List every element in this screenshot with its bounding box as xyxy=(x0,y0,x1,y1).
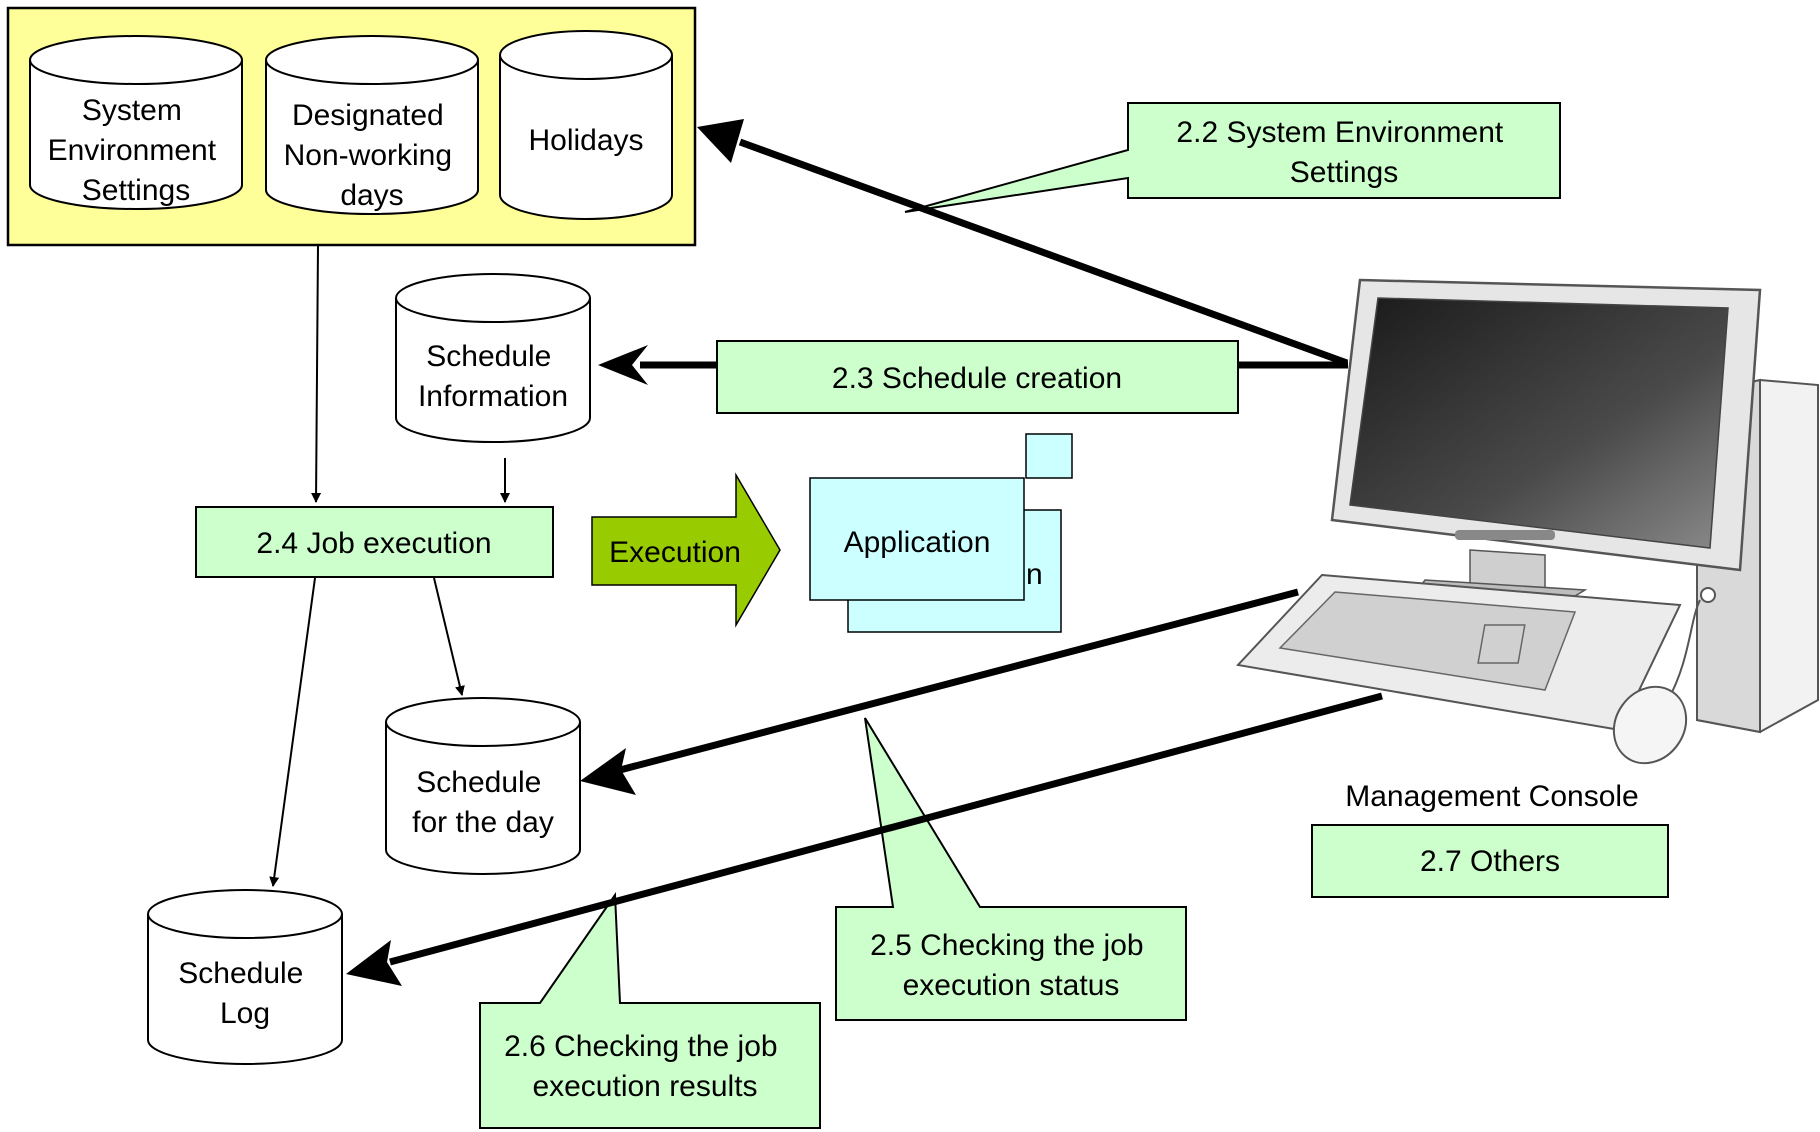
computer-icon xyxy=(1236,278,1819,765)
arrow-console-to-settings xyxy=(697,119,1349,367)
mouse-icon xyxy=(1612,599,1701,765)
db-label-line: Environment xyxy=(48,134,217,167)
db-label-line: Schedule xyxy=(178,957,303,990)
keyboard-icon xyxy=(1236,573,1682,732)
db-label-line: Settings xyxy=(82,174,190,207)
svg-text:Schedule for the day: Schedule for the day xyxy=(412,766,554,839)
application-stack: n Application xyxy=(809,433,1073,633)
db-label-line: Log xyxy=(220,997,270,1030)
db-label-line: System xyxy=(82,94,182,127)
db-label-line: days xyxy=(340,179,403,212)
monitor-icon xyxy=(1330,278,1762,606)
db-label-line: Schedule xyxy=(426,340,551,373)
management-console-label: Management Console xyxy=(1345,780,1639,813)
svg-text:2.5 Checking the job exe: 2.5 Checking the job execution status xyxy=(870,929,1152,1002)
application-front-box xyxy=(809,477,1025,601)
holidays-db: Holidays xyxy=(499,30,673,220)
execution-label: Execution xyxy=(609,536,741,569)
svg-text:2.6 Checking the job exe: 2.6 Checking the job execution results xyxy=(504,1030,786,1103)
arrow-job-to-schedule-log xyxy=(269,577,316,887)
svg-text:Schedule Information: Schedule Information xyxy=(418,340,568,413)
arrow-settings-to-job xyxy=(311,244,322,503)
application-small-box xyxy=(1025,433,1073,479)
arrow-job-to-schedule-day xyxy=(433,577,465,696)
callout-line: 2.5 Checking the job xyxy=(870,929,1144,962)
db-label-line: for the day xyxy=(412,806,554,839)
arrow-console-to-schedule-day xyxy=(580,588,1299,795)
schedule-information-db: Schedule Information xyxy=(395,273,591,443)
svg-text:System Environment: System Environment Settings xyxy=(48,94,225,207)
process-others: 2.7 Others xyxy=(1311,824,1669,898)
callout-system-environment-settings: 2.2 System Environment Settings xyxy=(904,102,1561,213)
application-label: Application xyxy=(844,526,991,559)
db-label-line: Information xyxy=(418,380,568,413)
db-label-line: Non-working xyxy=(284,139,452,172)
callout-line: 2.2 System Environment xyxy=(1176,116,1503,149)
process-label: 2.4 Job execution xyxy=(256,527,491,560)
db-label-line: Schedule xyxy=(416,766,541,799)
db-label-line: Designated xyxy=(292,99,444,132)
callout-checking-execution-status: 2.5 Checking the job execution status xyxy=(835,717,1187,1021)
callout-line: execution results xyxy=(532,1070,757,1103)
arrow-console-to-schedule-log xyxy=(346,692,1383,986)
schedule-log-db: Schedule Log xyxy=(147,889,343,1065)
application-back-fragment: n xyxy=(1026,558,1043,591)
callout-line: 2.6 Checking the job xyxy=(504,1030,778,1063)
designated-nonworking-days-db: Designated Non-working days xyxy=(265,35,479,215)
process-label: 2.3 Schedule creation xyxy=(832,362,1122,395)
svg-text:2.2 System Environment S: 2.2 System Environment Settings xyxy=(1176,116,1511,189)
process-label: 2.7 Others xyxy=(1420,845,1560,878)
callout-line: Settings xyxy=(1290,156,1398,189)
execution-arrow: Execution xyxy=(591,472,781,628)
db-label-line: Holidays xyxy=(528,124,643,157)
svg-text:Designated Non-working: Designated Non-working days xyxy=(284,99,461,212)
svg-text:Schedule Log: Schedule Log xyxy=(178,957,311,1030)
process-job-execution: 2.4 Job execution xyxy=(195,506,554,578)
schedule-for-the-day-db: Schedule for the day xyxy=(385,697,581,875)
system-environment-settings-db: System Environment Settings xyxy=(29,35,243,210)
process-schedule-creation: 2.3 Schedule creation xyxy=(716,340,1239,414)
callout-checking-execution-results: 2.6 Checking the job execution results xyxy=(479,892,821,1129)
callout-line: execution status xyxy=(903,969,1120,1002)
